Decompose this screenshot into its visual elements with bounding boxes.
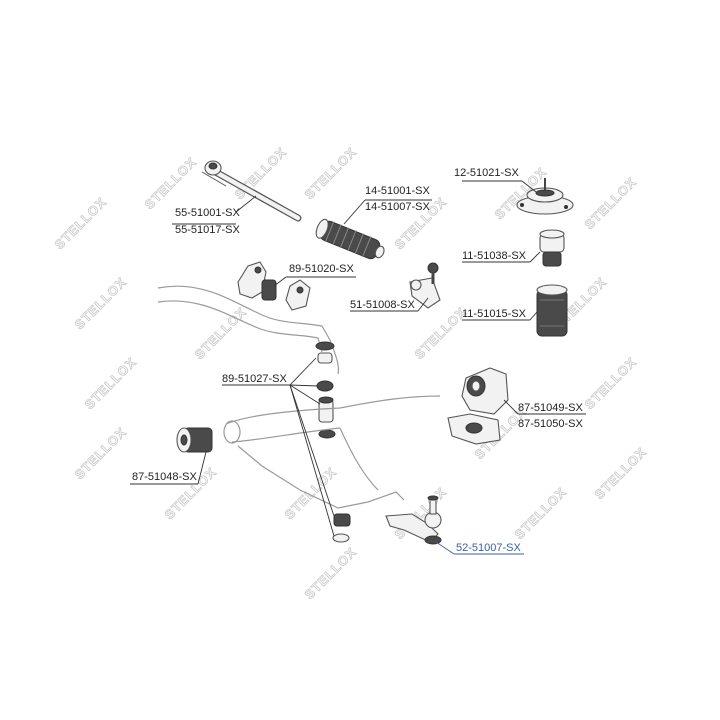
watermark: STELLOX <box>582 354 640 412</box>
label-89-51020-sx[interactable]: 89-51020-SX <box>289 263 354 275</box>
watermark: STELLOX <box>142 154 200 212</box>
watermark: STELLOX <box>282 464 340 522</box>
steering-boot-part[interactable] <box>313 217 387 264</box>
ball-joint-part[interactable] <box>385 495 442 545</box>
label-14-51007-sx[interactable]: 14-51007-SX <box>365 201 430 213</box>
label-52-51007-sx[interactable]: 52-51007-SX <box>456 542 521 554</box>
watermark: STELLOX <box>512 484 570 542</box>
front-bushing-part[interactable] <box>176 427 213 453</box>
stabilizer-bracket-part[interactable] <box>237 261 311 311</box>
label-11-51038-sx[interactable]: 11-51038-SX <box>462 250 527 262</box>
watermark: STELLOX <box>302 544 360 602</box>
rear-bushing-part[interactable] <box>447 367 509 445</box>
watermark: STELLOX <box>302 144 360 202</box>
watermark: STELLOX <box>72 274 130 332</box>
dust-boot-part[interactable] <box>536 284 568 337</box>
bump-stop-part[interactable] <box>539 229 565 267</box>
watermark: STELLOX <box>82 354 140 412</box>
leader-lines <box>130 180 586 555</box>
label-51-51008-sx[interactable]: 51-51008-SX <box>350 299 415 311</box>
label-14-51001-sx[interactable]: 14-51001-SX <box>365 185 430 197</box>
label-55-51001-sx[interactable]: 55-51001-SX <box>175 207 240 219</box>
watermark: STELLOX <box>412 304 470 362</box>
watermark: STELLOX <box>582 174 640 232</box>
label-55-51017-sx[interactable]: 55-51017-SX <box>175 224 240 236</box>
label-89-51027-sx[interactable]: 89-51027-SX <box>222 373 287 385</box>
watermark: STELLOX <box>192 304 250 362</box>
watermark: STELLOX <box>72 424 130 482</box>
stabilizer-bar <box>157 285 340 375</box>
tie-rod-end-part[interactable] <box>409 262 441 309</box>
label-11-51015-sx[interactable]: 11-51015-SX <box>462 308 527 320</box>
part-labels: 55-51001-SX 55-51017-SX 14-51001-SX 14-5… <box>132 167 583 554</box>
tie-rod-part[interactable] <box>201 160 302 222</box>
label-12-51021-sx[interactable]: 12-51021-SX <box>454 167 519 179</box>
stabilizer-link-part[interactable] <box>315 341 351 543</box>
watermark: STELLOX <box>52 194 110 252</box>
label-87-51049-sx[interactable]: 87-51049-SX <box>518 402 583 414</box>
watermark: STELLOX <box>592 444 650 502</box>
label-87-51050-sx[interactable]: 87-51050-SX <box>518 418 583 430</box>
lower-control-arm <box>223 395 441 509</box>
label-87-51048-sx[interactable]: 87-51048-SX <box>132 471 197 483</box>
